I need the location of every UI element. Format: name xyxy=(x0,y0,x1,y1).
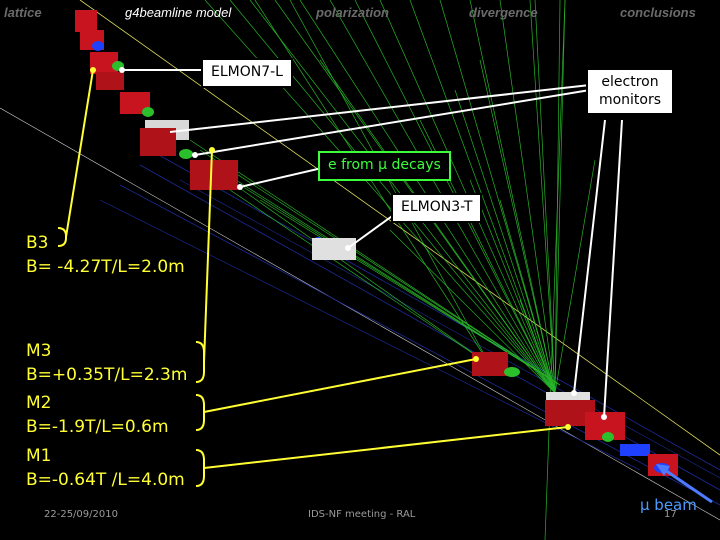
callout-pointers xyxy=(122,69,623,418)
magnet-m2-label: M2 B=-1.9T/L=0.6m xyxy=(26,391,169,439)
footer-date: 22-25/09/2010 xyxy=(44,509,118,520)
magnet-dots xyxy=(90,67,571,430)
magnet-pointers xyxy=(57,69,569,487)
magnet-m1-name: M1 xyxy=(26,446,52,466)
guide-lines xyxy=(0,0,720,521)
magnet-m3-label: M3 B=+0.35T/L=2.3m xyxy=(26,339,187,387)
magnet-m2-name: M2 xyxy=(26,393,52,413)
nav-divergence[interactable]: divergence xyxy=(469,5,538,20)
magnet-b3-name: B3 xyxy=(26,233,49,253)
decays-callout: e from μ decays xyxy=(318,151,451,181)
magnet-b3-label: B3 B= -4.27T/L=2.0m xyxy=(26,231,185,279)
beamline-elements xyxy=(75,10,678,476)
electron-monitors-callout: electron monitors xyxy=(586,68,674,115)
magnet-m3-params: B=+0.35T/L=2.3m xyxy=(26,365,188,385)
footer-page-number: 17 xyxy=(664,509,677,520)
callout-dots xyxy=(119,67,607,420)
magnet-m3-name: M3 xyxy=(26,341,52,361)
beam-label: μ beam xyxy=(640,496,697,514)
nav-lattice[interactable]: lattice xyxy=(4,5,42,20)
elmon7-callout: ELMON7-L xyxy=(201,58,293,88)
magnet-m1-params: B=-0.64T /L=4.0m xyxy=(26,470,185,490)
magnet-b3-params: B= -4.27T/L=2.0m xyxy=(26,257,185,277)
footer-meeting: IDS-NF meeting - RAL xyxy=(308,509,416,520)
beam-arrow xyxy=(656,464,713,504)
magnet-m2-params: B=-1.9T/L=0.6m xyxy=(26,417,169,437)
nav-g4beamline-model[interactable]: g4beamline model xyxy=(125,5,232,20)
nav-conclusions[interactable]: conclusions xyxy=(620,5,696,20)
elmon3-callout: ELMON3-T xyxy=(391,193,483,223)
magnet-m1-label: M1 B=-0.64T /L=4.0m xyxy=(26,444,185,492)
nav-polarization[interactable]: polarization xyxy=(316,5,389,20)
